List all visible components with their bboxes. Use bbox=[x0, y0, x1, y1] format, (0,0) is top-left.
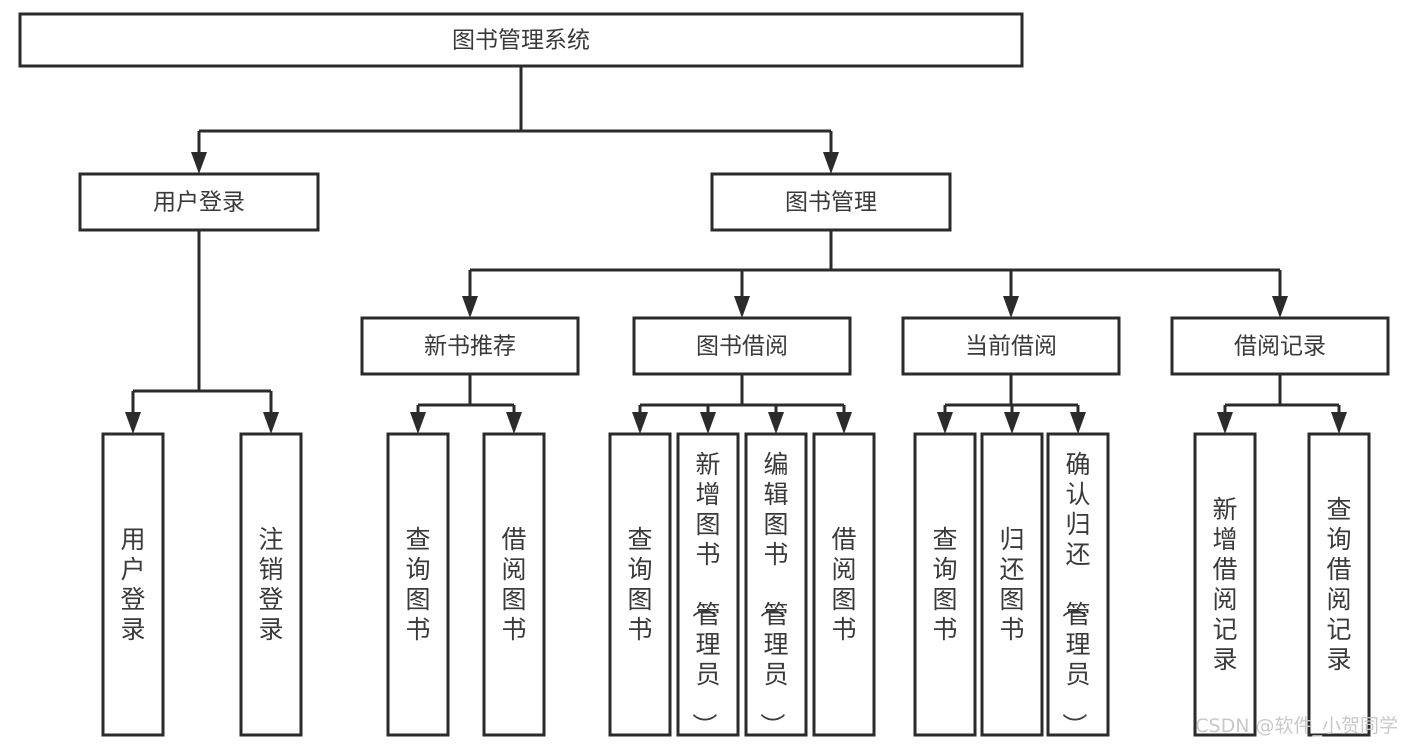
node-box[interactable] bbox=[1307, 432, 1371, 737]
csdn-watermark: CSDN @软件_小贺同学 bbox=[1195, 715, 1398, 737]
node-label: 查询图书 bbox=[405, 525, 430, 644]
node-label: 用户登录 bbox=[153, 190, 245, 216]
node-label: 图书借阅 bbox=[696, 334, 788, 360]
connector-user-login-to-leaves bbox=[125, 230, 279, 434]
connector-recommend-to-leaves bbox=[410, 374, 522, 434]
node-box[interactable] bbox=[1046, 432, 1110, 737]
node-book-manage[interactable]: 图书管理 bbox=[710, 172, 952, 232]
node-label: 归还图书 bbox=[999, 525, 1024, 644]
node-box[interactable] bbox=[78, 172, 320, 232]
node-box[interactable] bbox=[913, 432, 977, 737]
node-label: 新增借阅记录 bbox=[1212, 495, 1237, 674]
arrow-head bbox=[1217, 412, 1233, 434]
node-label: 借阅图书 bbox=[831, 525, 856, 644]
node-box[interactable] bbox=[101, 432, 165, 737]
arrow-head bbox=[823, 152, 839, 174]
node-label: 借阅记录 bbox=[1234, 334, 1326, 360]
node-leaf-borrow-book-recommend[interactable]: 借阅图书 bbox=[482, 432, 546, 737]
node-layer: 图书管理系统用户登录图书管理新书推荐图书借阅当前借阅借阅记录用户登录注销登录查询… bbox=[18, 12, 1390, 738]
node-leaf-add-book-admin[interactable]: 新增图书（管理员） bbox=[676, 432, 740, 738]
arrow-head bbox=[632, 412, 648, 434]
arrow-head bbox=[1272, 296, 1288, 318]
arrow-head bbox=[734, 296, 750, 318]
node-borrow-record[interactable]: 借阅记录 bbox=[1170, 316, 1390, 376]
node-leaf-query-borrow-record[interactable]: 查询借阅记录 bbox=[1307, 432, 1371, 737]
arrow-head bbox=[1004, 412, 1020, 434]
node-box[interactable] bbox=[239, 432, 303, 737]
node-leaf-edit-book-admin[interactable]: 编辑图书（管理员） bbox=[744, 432, 808, 738]
node-box[interactable] bbox=[676, 432, 740, 737]
node-leaf-user-login[interactable]: 用户登录 bbox=[101, 432, 165, 737]
arrow-head bbox=[125, 412, 141, 434]
connector-record-to-leaves bbox=[1217, 374, 1347, 434]
node-box[interactable] bbox=[744, 432, 808, 737]
arrow-head bbox=[263, 412, 279, 434]
arrow-head bbox=[700, 412, 716, 434]
connector-current-to-leaves bbox=[937, 374, 1086, 434]
node-label: 新增图书（管理员） bbox=[689, 450, 720, 738]
node-label: 确认归还（管理员） bbox=[1059, 450, 1090, 738]
node-box[interactable] bbox=[386, 432, 450, 737]
node-label: 查询图书 bbox=[627, 525, 652, 644]
node-box[interactable] bbox=[482, 432, 546, 737]
node-root[interactable]: 图书管理系统 bbox=[18, 12, 1024, 68]
node-box[interactable] bbox=[710, 172, 952, 232]
node-label: 借阅图书 bbox=[501, 525, 526, 644]
node-label: 新书推荐 bbox=[424, 334, 516, 360]
node-leaf-query-book-recommend[interactable]: 查询图书 bbox=[386, 432, 450, 737]
arrow-head bbox=[1003, 296, 1019, 318]
arrow-head bbox=[191, 152, 207, 174]
connector-borrow-to-leaves bbox=[632, 374, 852, 434]
connector-book-manage-to-level3 bbox=[462, 230, 1288, 318]
arrow-head bbox=[1070, 412, 1086, 434]
arrow-head bbox=[1331, 412, 1347, 434]
node-label: 查询图书 bbox=[932, 525, 957, 644]
node-label: 当前借阅 bbox=[965, 334, 1057, 360]
node-book-borrow[interactable]: 图书借阅 bbox=[632, 316, 852, 376]
node-leaf-query-book-borrow[interactable]: 查询图书 bbox=[608, 432, 672, 737]
arrow-head bbox=[768, 412, 784, 434]
node-label: 编辑图书（管理员） bbox=[757, 450, 788, 738]
arrow-head bbox=[937, 412, 953, 434]
node-new-book-recommend[interactable]: 新书推荐 bbox=[360, 316, 580, 376]
connector-layer bbox=[125, 66, 1347, 434]
node-box[interactable] bbox=[608, 432, 672, 737]
node-box[interactable] bbox=[812, 432, 876, 737]
node-box[interactable] bbox=[18, 12, 1024, 68]
node-box[interactable] bbox=[360, 316, 580, 376]
arrow-head bbox=[506, 412, 522, 434]
arrow-head bbox=[836, 412, 852, 434]
node-leaf-confirm-return-admin[interactable]: 确认归还（管理员） bbox=[1046, 432, 1110, 738]
node-user-login[interactable]: 用户登录 bbox=[78, 172, 320, 232]
node-leaf-query-book-current[interactable]: 查询图书 bbox=[913, 432, 977, 737]
node-leaf-borrow-book[interactable]: 借阅图书 bbox=[812, 432, 876, 737]
node-leaf-add-borrow-record[interactable]: 新增借阅记录 bbox=[1193, 432, 1257, 737]
node-box[interactable] bbox=[901, 316, 1121, 376]
connector-root-to-level2 bbox=[191, 66, 839, 174]
node-box[interactable] bbox=[632, 316, 852, 376]
node-label: 注销登录 bbox=[258, 525, 283, 644]
node-label: 查询借阅记录 bbox=[1326, 495, 1351, 674]
node-box[interactable] bbox=[1170, 316, 1390, 376]
node-label: 用户登录 bbox=[120, 525, 145, 644]
node-label: 图书管理系统 bbox=[452, 28, 590, 54]
node-leaf-return-book[interactable]: 归还图书 bbox=[980, 432, 1044, 737]
node-leaf-logout[interactable]: 注销登录 bbox=[239, 432, 303, 737]
node-box[interactable] bbox=[1193, 432, 1257, 737]
node-label: 图书管理 bbox=[785, 190, 877, 216]
arrow-head bbox=[410, 412, 426, 434]
arrow-head bbox=[462, 296, 478, 318]
node-box[interactable] bbox=[980, 432, 1044, 737]
node-current-borrow[interactable]: 当前借阅 bbox=[901, 316, 1121, 376]
